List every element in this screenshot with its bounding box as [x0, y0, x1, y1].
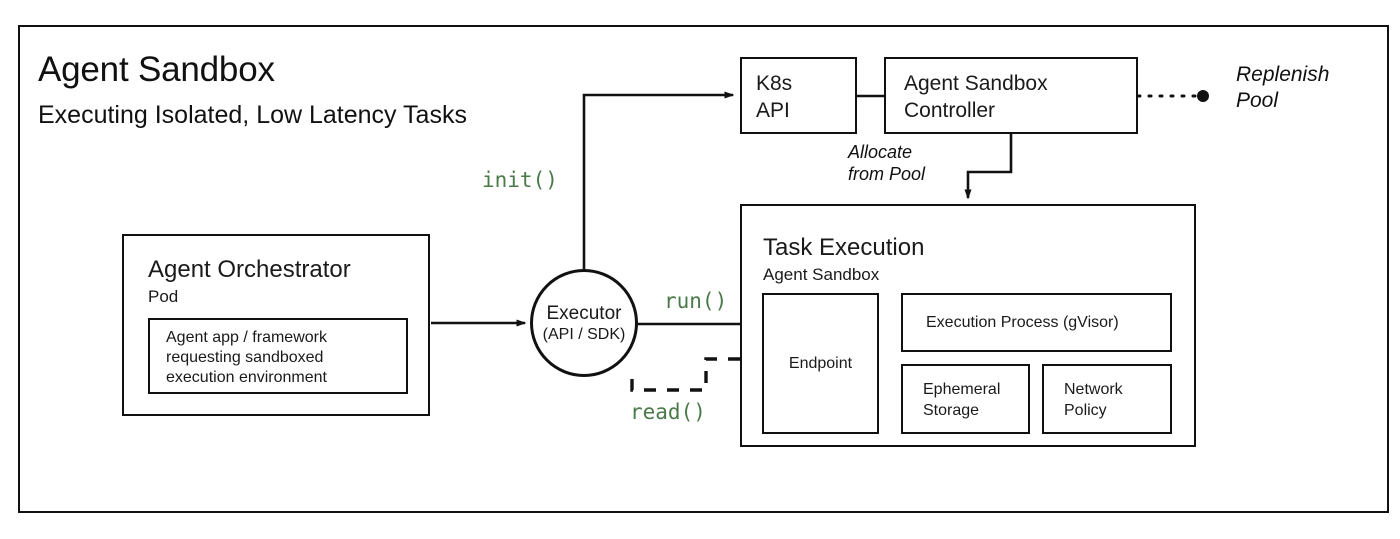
allocate-from-pool-label: Allocate from Pool — [848, 142, 926, 184]
orchestrator-title: Agent Orchestrator — [148, 256, 351, 283]
node-endpoint[interactable]: Endpoint — [762, 293, 879, 434]
page-title: Agent Sandbox — [38, 50, 275, 89]
read-edge-label: read() — [630, 400, 706, 424]
orchestrator-inner-label: Agent app / framework requesting sandbox… — [166, 329, 327, 386]
node-executor[interactable]: Executor (API / SDK) — [530, 269, 638, 377]
run-edge-label: run() — [664, 289, 728, 313]
ephemeral-storage-label: Ephemeral Storage — [923, 381, 1001, 419]
k8s-api-label: K8s API — [756, 72, 793, 122]
network-policy-label: Network Policy — [1064, 381, 1123, 419]
executor-name: Executor — [546, 302, 622, 324]
node-task-execution[interactable]: Task Execution Agent Sandbox Endpoint Ex… — [740, 204, 1196, 447]
replenish-pool-label: Replenish Pool — [1236, 63, 1330, 112]
node-execution-process[interactable]: Execution Process (gVisor) — [901, 293, 1172, 352]
page-subtitle: Executing Isolated, Low Latency Tasks — [38, 101, 467, 129]
task-execution-title: Task Execution — [763, 234, 925, 261]
node-k8s-api[interactable]: K8s API — [740, 57, 857, 134]
node-agent-sandbox-controller[interactable]: Agent Sandbox Controller — [884, 57, 1138, 134]
endpoint-label: Endpoint — [788, 354, 853, 372]
controller-label: Agent Sandbox Controller — [904, 72, 1048, 122]
execution-process-label: Execution Process (gVisor) — [926, 314, 1119, 331]
node-ephemeral-storage[interactable]: Ephemeral Storage — [901, 364, 1030, 434]
executor-sublabel: (API / SDK) — [542, 325, 626, 343]
node-agent-orchestrator[interactable]: Agent Orchestrator Pod Agent app / frame… — [122, 234, 430, 416]
task-execution-subtitle: Agent Sandbox — [763, 265, 880, 284]
init-edge-label: init() — [482, 168, 558, 192]
orchestrator-inner-box[interactable]: Agent app / framework requesting sandbox… — [148, 318, 408, 394]
orchestrator-subtitle: Pod — [148, 287, 179, 306]
node-network-policy[interactable]: Network Policy — [1042, 364, 1172, 434]
